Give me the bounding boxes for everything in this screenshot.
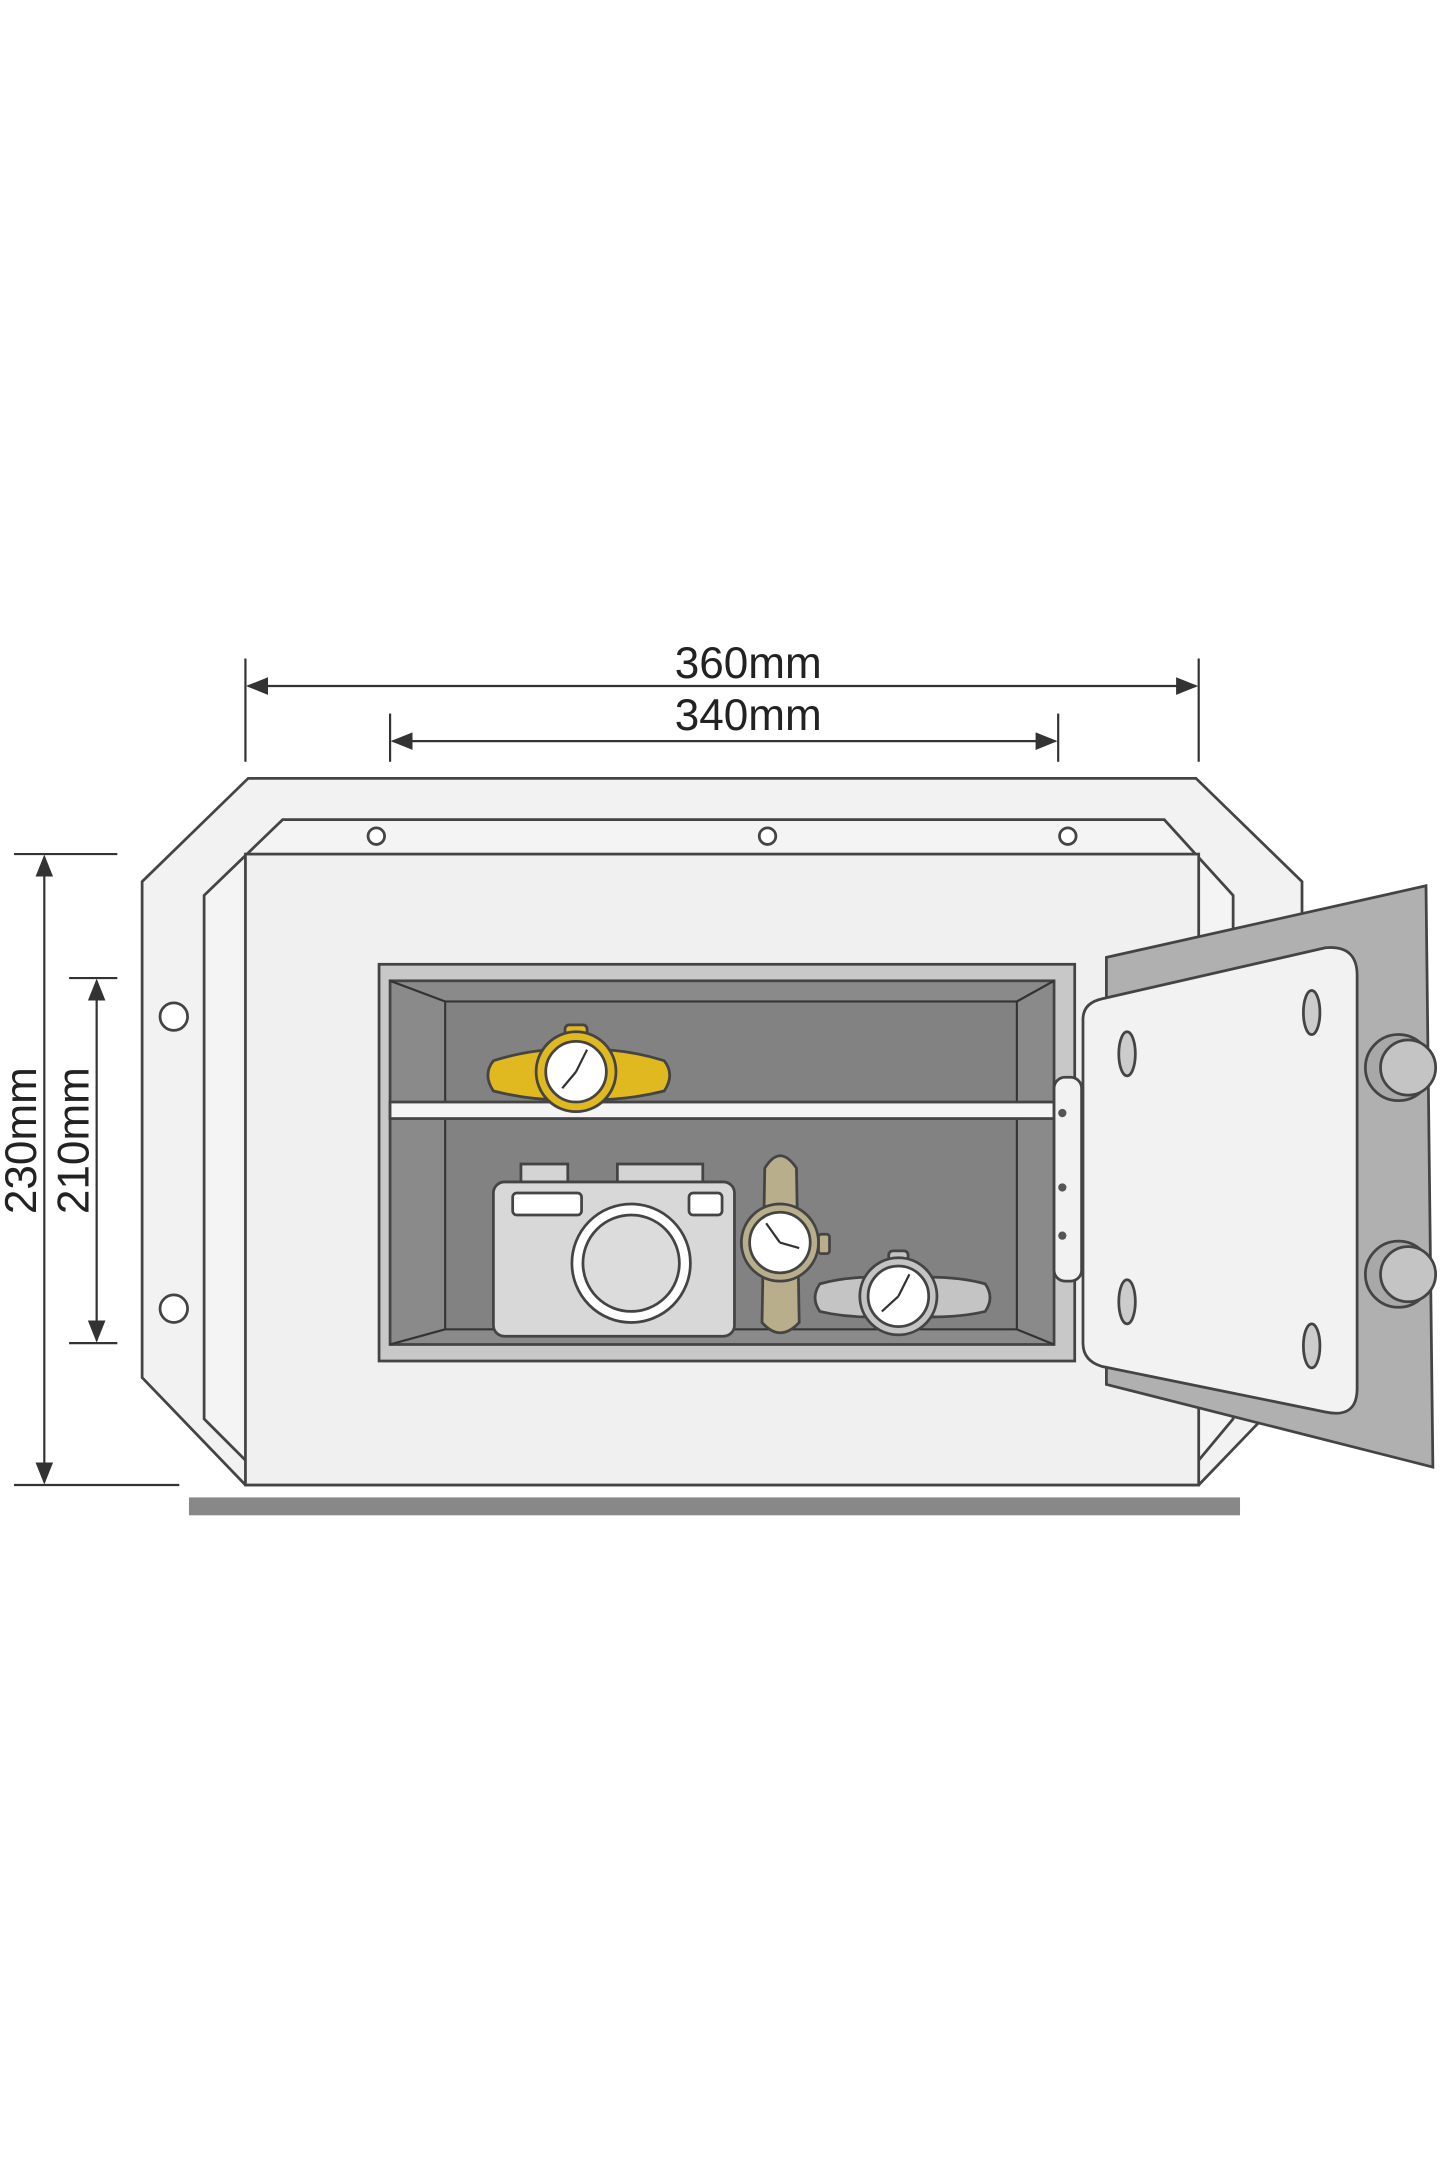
door-screw bbox=[1117, 1030, 1137, 1078]
camera bbox=[492, 1162, 736, 1338]
mounting-hole bbox=[158, 1001, 189, 1032]
inner-height-label: 210mm bbox=[49, 1067, 98, 1214]
floor-line bbox=[188, 1497, 1241, 1516]
door-hinge bbox=[1052, 1075, 1083, 1283]
outer-height-label: 230mm bbox=[0, 1067, 46, 1214]
height-dimension-210: 210mm bbox=[49, 976, 118, 1345]
locking-bolt bbox=[1364, 1033, 1438, 1103]
screw-hole bbox=[1058, 826, 1078, 846]
inner-width-label: 340mm bbox=[675, 691, 822, 740]
tan-watch bbox=[739, 1154, 831, 1335]
grey-watch bbox=[813, 1249, 992, 1337]
gold-watch bbox=[486, 1023, 672, 1114]
locking-bolt bbox=[1364, 1239, 1438, 1309]
screw-hole bbox=[366, 826, 386, 846]
door-inner-plate bbox=[1081, 946, 1359, 1415]
height-dimension-230: 230mm bbox=[0, 852, 180, 1487]
width-dimension-340: 340mm bbox=[388, 691, 1060, 762]
safe-door bbox=[1052, 884, 1438, 1469]
outer-width-label: 360mm bbox=[675, 639, 822, 688]
door-screw bbox=[1302, 989, 1322, 1036]
door-screw bbox=[1117, 1278, 1137, 1326]
screw-hole bbox=[757, 826, 778, 846]
mounting-hole bbox=[158, 1293, 189, 1324]
width-dimension-360: 360mm bbox=[244, 639, 1200, 762]
door-screw bbox=[1302, 1322, 1322, 1370]
shelf bbox=[388, 1100, 1056, 1120]
